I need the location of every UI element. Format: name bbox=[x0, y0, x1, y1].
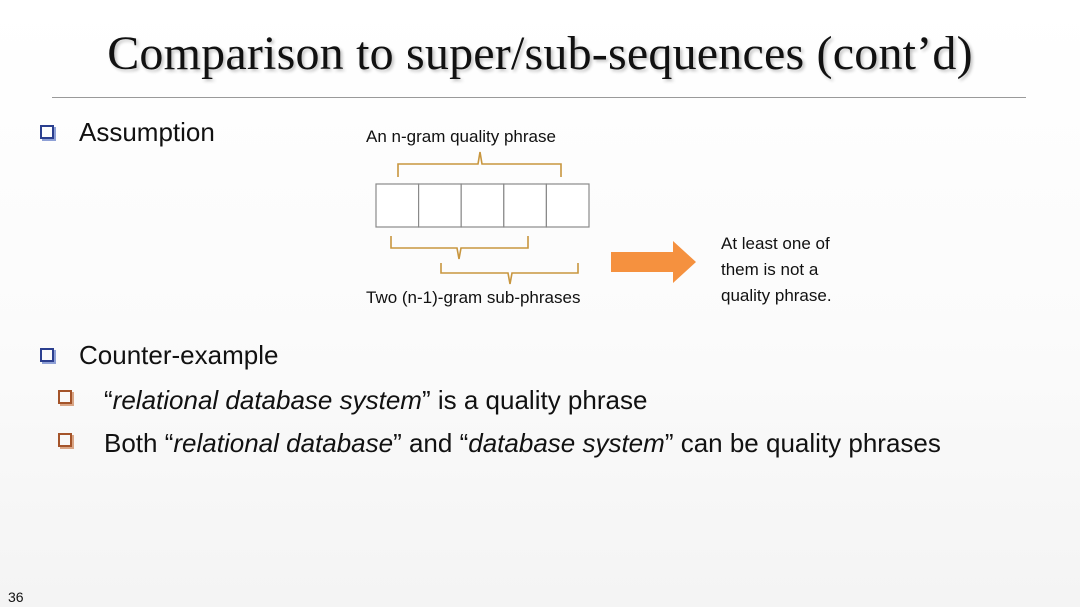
sub-bullet-text: Both “relational database” and “database… bbox=[104, 428, 941, 458]
diagram-top-label: An n-gram quality phrase bbox=[366, 127, 556, 146]
ngram-cell bbox=[545, 183, 590, 228]
sub-bullet-1: “relational database system” is a qualit… bbox=[58, 381, 1018, 419]
phrase-italic: relational database bbox=[173, 428, 394, 458]
square-bullet-icon bbox=[58, 433, 72, 447]
ngram-cell bbox=[460, 183, 505, 228]
ngram-cell bbox=[418, 183, 462, 228]
square-bullet-icon bbox=[40, 125, 54, 139]
bullet-label-counter-example: Counter-example bbox=[79, 340, 279, 370]
bottom-brace-right bbox=[440, 263, 579, 285]
title-divider bbox=[52, 97, 1026, 98]
bottom-brace-left bbox=[390, 236, 529, 260]
page-number: 36 bbox=[8, 589, 24, 605]
square-bullet-icon bbox=[40, 348, 54, 362]
square-bullet-icon bbox=[58, 390, 72, 404]
implies-arrow-icon bbox=[611, 241, 696, 283]
sub-bullet-text: “relational database system” is a qualit… bbox=[104, 385, 648, 415]
bullet-counter-example: Counter-example bbox=[40, 340, 278, 370]
phrase-italic: database system bbox=[468, 428, 665, 458]
top-brace bbox=[397, 151, 562, 177]
slide-title: Comparison to super/sub-sequences (cont’… bbox=[107, 27, 973, 80]
diagram-bottom-label: Two (n-1)-gram sub-phrases bbox=[366, 288, 581, 307]
diagram-conclusion: At least one of them is not a quality ph… bbox=[721, 231, 881, 309]
ngram-cell bbox=[503, 183, 547, 228]
sub-bullet-2: Both “relational database” and “database… bbox=[58, 424, 958, 462]
bullet-assumption: Assumption bbox=[40, 117, 215, 147]
bullet-label-assumption: Assumption bbox=[79, 117, 215, 147]
phrase-italic: relational database system bbox=[112, 385, 422, 415]
ngram-cell bbox=[375, 183, 420, 228]
conclusion-line: them is not a bbox=[721, 260, 819, 279]
conclusion-line: At least one of bbox=[721, 234, 830, 253]
conclusion-line: quality phrase. bbox=[721, 286, 832, 305]
ngram-cells bbox=[375, 183, 590, 228]
